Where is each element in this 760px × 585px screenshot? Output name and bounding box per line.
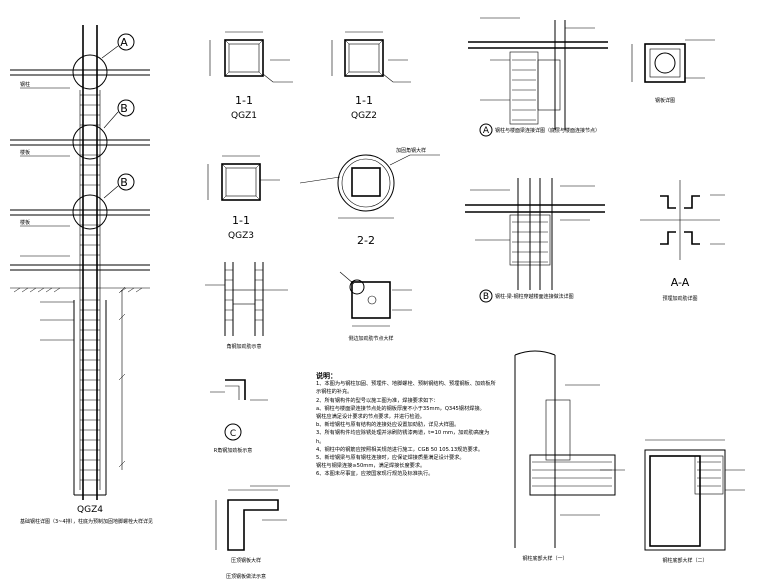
section-qgz1 xyxy=(209,31,293,83)
plan-detail xyxy=(631,39,715,83)
section-qgz2-cut: 1-1 xyxy=(355,94,373,107)
callout-label-b1: B xyxy=(120,102,128,115)
section-2-2-cut: 2-2 xyxy=(357,234,375,247)
section-aa-cut: A-A xyxy=(671,276,690,289)
section-2-2-label: 加固角钢大样 xyxy=(396,147,426,154)
foot-right xyxy=(644,439,745,551)
foot-left xyxy=(514,350,625,548)
callout-bubble xyxy=(224,423,242,441)
detail-b xyxy=(465,178,605,303)
note-line: 4、钢柱中的钢筋应按照相关规范进行施工，CGB 50 105.13规范要求。 xyxy=(316,446,484,453)
section-qgz1-name: QGZ1 xyxy=(231,111,257,121)
section-qgz3-cut: 1-1 xyxy=(232,214,250,227)
note-line: 钢柱与钢梁连接≥50mm，满足焊接长度要求。 xyxy=(316,463,426,470)
svg-text:钢柱: 钢柱 xyxy=(20,81,30,88)
detail-a-callout: A xyxy=(483,126,490,136)
corner-detail xyxy=(339,271,412,327)
section-qgz2-name: QGZ2 xyxy=(351,111,377,121)
plate-detail xyxy=(215,485,290,551)
section-qgz3-name: QGZ3 xyxy=(228,231,254,241)
note-line: 5、新增钢梁与原有钢柱连接时，应保证焊接质量满足设计要求。 xyxy=(316,455,465,462)
note-line: 钢柱应满足设计要求的节点要求，并进行检验。 xyxy=(316,414,425,421)
callout-label-a: A xyxy=(120,36,128,49)
rib-detail xyxy=(205,262,288,336)
detail-c-callout: C xyxy=(230,429,236,439)
svg-text:楼板: 楼板 xyxy=(20,219,30,226)
column-caption: 基础钢柱详图（3~4排），柱底为预制加固地脚螺栓大样详见 xyxy=(20,518,153,525)
corner-detail-title: 侧边加劲肋节点大样 xyxy=(348,335,393,342)
plate-detail-sub: 压顶钢板做法示意 xyxy=(226,573,266,580)
detail-a xyxy=(468,17,608,137)
general-notes: 说明： 1、本图为与钢柱加固、预埋件、地脚螺栓、预制钢结构、预埋钢板、加劲板所示… xyxy=(316,372,496,479)
callout-bubble xyxy=(117,173,135,191)
section-a-a xyxy=(640,180,725,260)
foot-right-title: 钢柱底部大样（二） xyxy=(662,557,707,564)
callout-bubble xyxy=(479,123,493,137)
plate-detail-title: 压顶钢板大样 xyxy=(231,557,261,564)
note-line: 6、本图未尽事宜，应按国家现行规范及标准执行。 xyxy=(316,471,434,478)
section-aa-title: 预埋加劲肋详图 xyxy=(662,295,697,302)
callout-bubble xyxy=(117,99,135,117)
notes-title: 说明： xyxy=(316,372,337,380)
detail-b-title: 钢柱-梁-钢柱穿越楼面连接做法详图 xyxy=(495,293,574,300)
note-line: 1、本图为与钢柱加固、预埋件、地脚螺栓、预制钢结构、预埋钢板、加劲板所示钢柱的补… xyxy=(316,381,496,396)
callout-bubble xyxy=(117,33,135,51)
callout-label-b2: B xyxy=(120,176,128,189)
section-qgz1-cut: 1-1 xyxy=(235,94,253,107)
svg-text:楼板: 楼板 xyxy=(20,149,30,156)
rib-detail-title: 角钢加劲肋示意 xyxy=(226,343,261,350)
note-line: 2、所有钢构件的型号以施工图为准，焊接要求如下： xyxy=(316,397,439,404)
note-line: b、新增钢柱与原有结构的连接处应设置加劲肋，详见大样图。 xyxy=(316,422,460,429)
section-qgz2 xyxy=(331,31,411,83)
section-qgz3 xyxy=(207,155,280,201)
detail-a-title: 钢柱与楼面梁连接详图（底层与楼面连接节点） xyxy=(495,127,600,134)
detail-c-title: R角钢加劲板示意 xyxy=(214,447,252,454)
note-line: 3、所有钢构件均应除锈处理并涂刷防锈漆两道，t=10 mm，加劲肋高度为h。 xyxy=(316,430,490,445)
callout-bubble xyxy=(479,289,493,303)
column-title: QGZ4 xyxy=(77,505,103,515)
note-line: a、钢柱与楼面梁连接节点处的钢板厚度不小于35mm，Q345钢材焊接。 xyxy=(316,405,485,412)
plan-detail-title: 钢板详图 xyxy=(655,97,675,104)
section-2-2 xyxy=(299,154,440,219)
detail-c xyxy=(210,379,268,441)
foot-left-title: 钢柱底部大样（一） xyxy=(522,555,567,562)
column-elevation: 钢柱 楼板 楼板 xyxy=(10,25,150,500)
detail-b-callout: B xyxy=(483,292,489,302)
